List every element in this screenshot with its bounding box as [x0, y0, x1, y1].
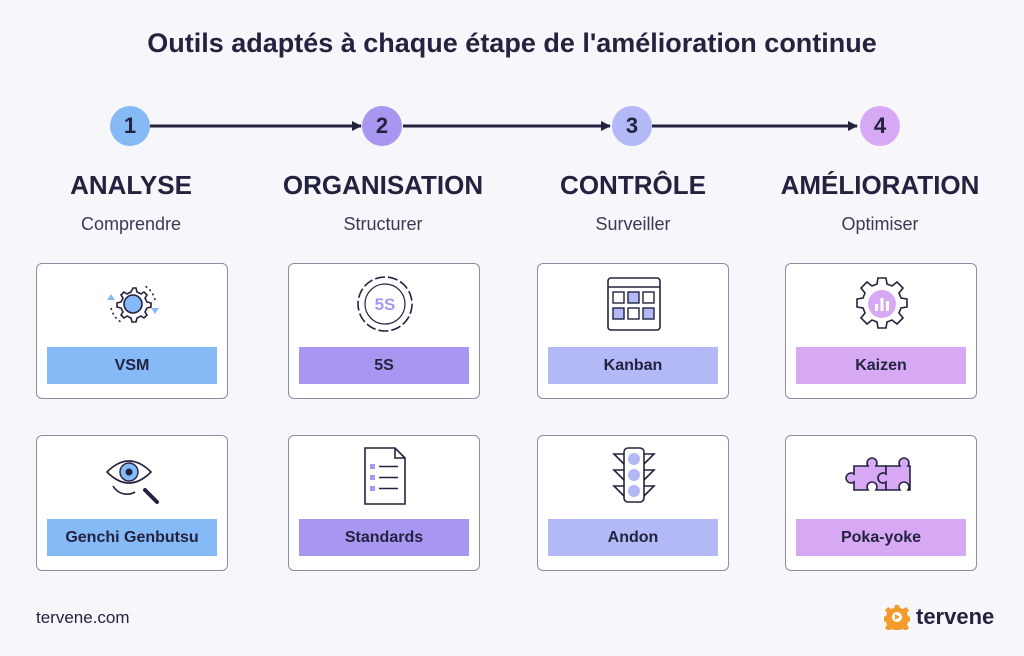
tool-card-kaizen: Kaizen — [785, 263, 977, 399]
step-number-1: 1 — [110, 106, 150, 146]
tool-label-standards: Standards — [299, 519, 469, 556]
tool-label-kaizen: Kaizen — [796, 347, 966, 384]
tool-label-5s: 5S — [299, 347, 469, 384]
footer-url[interactable]: tervene.com — [36, 608, 130, 627]
step-number-3: 3 — [612, 106, 652, 146]
tool-label-andon: Andon — [548, 519, 718, 556]
step-number-4: 4 — [860, 106, 900, 146]
document-checklist-icon — [364, 447, 406, 505]
tool-card-vsm: VSM — [36, 263, 228, 399]
kanban-board-icon — [607, 277, 661, 331]
phase-title-controle: CONTRÔLE — [560, 170, 706, 200]
logo-text: tervene — [916, 604, 995, 629]
phase-title-analyse: ANALYSE — [70, 170, 192, 200]
tervene-gear-logo-icon — [884, 605, 910, 630]
tool-card-standards: Standards — [288, 435, 480, 571]
phase-subtitle-analyse: Comprendre — [80, 214, 182, 234]
tool-label-genchi-genbutsu: Genchi Genbutsu — [47, 519, 217, 556]
step-number-2: 2 — [362, 106, 402, 146]
tervene-logo: tervene — [884, 603, 994, 631]
tool-label-vsm: VSM — [47, 347, 217, 384]
timeline-arrows — [150, 121, 858, 131]
5s-circle-icon: 5S — [357, 276, 413, 332]
phase-title-organisation: ORGANISATION — [282, 170, 484, 200]
andon-light-icon — [612, 447, 656, 503]
eye-magnifier-icon — [105, 460, 159, 504]
tool-card-poka-yoke: Poka-yoke — [785, 435, 977, 571]
tool-label-kanban: Kanban — [548, 347, 718, 384]
phase-title-amelioration: AMÉLIORATION — [780, 170, 980, 200]
5s-icon-text: 5S — [375, 295, 396, 314]
phase-subtitle-controle: Surveiller — [595, 214, 671, 234]
tool-card-genchi-genbutsu: Genchi Genbutsu — [36, 435, 228, 571]
tool-label-poka-yoke: Poka-yoke — [796, 519, 966, 556]
tool-card-kanban: Kanban — [537, 263, 729, 399]
phase-subtitle-amelioration: Optimiser — [841, 214, 919, 234]
gear-cycle-icon — [107, 285, 159, 323]
puzzle-icon — [845, 457, 911, 491]
tool-card-5s: 5S 5S — [288, 263, 480, 399]
phase-subtitle-organisation: Structurer — [343, 214, 423, 234]
gear-chart-icon — [856, 277, 908, 329]
tool-card-andon: Andon — [537, 435, 729, 571]
page-title: Outils adaptés à chaque étape de l'améli… — [147, 28, 877, 58]
